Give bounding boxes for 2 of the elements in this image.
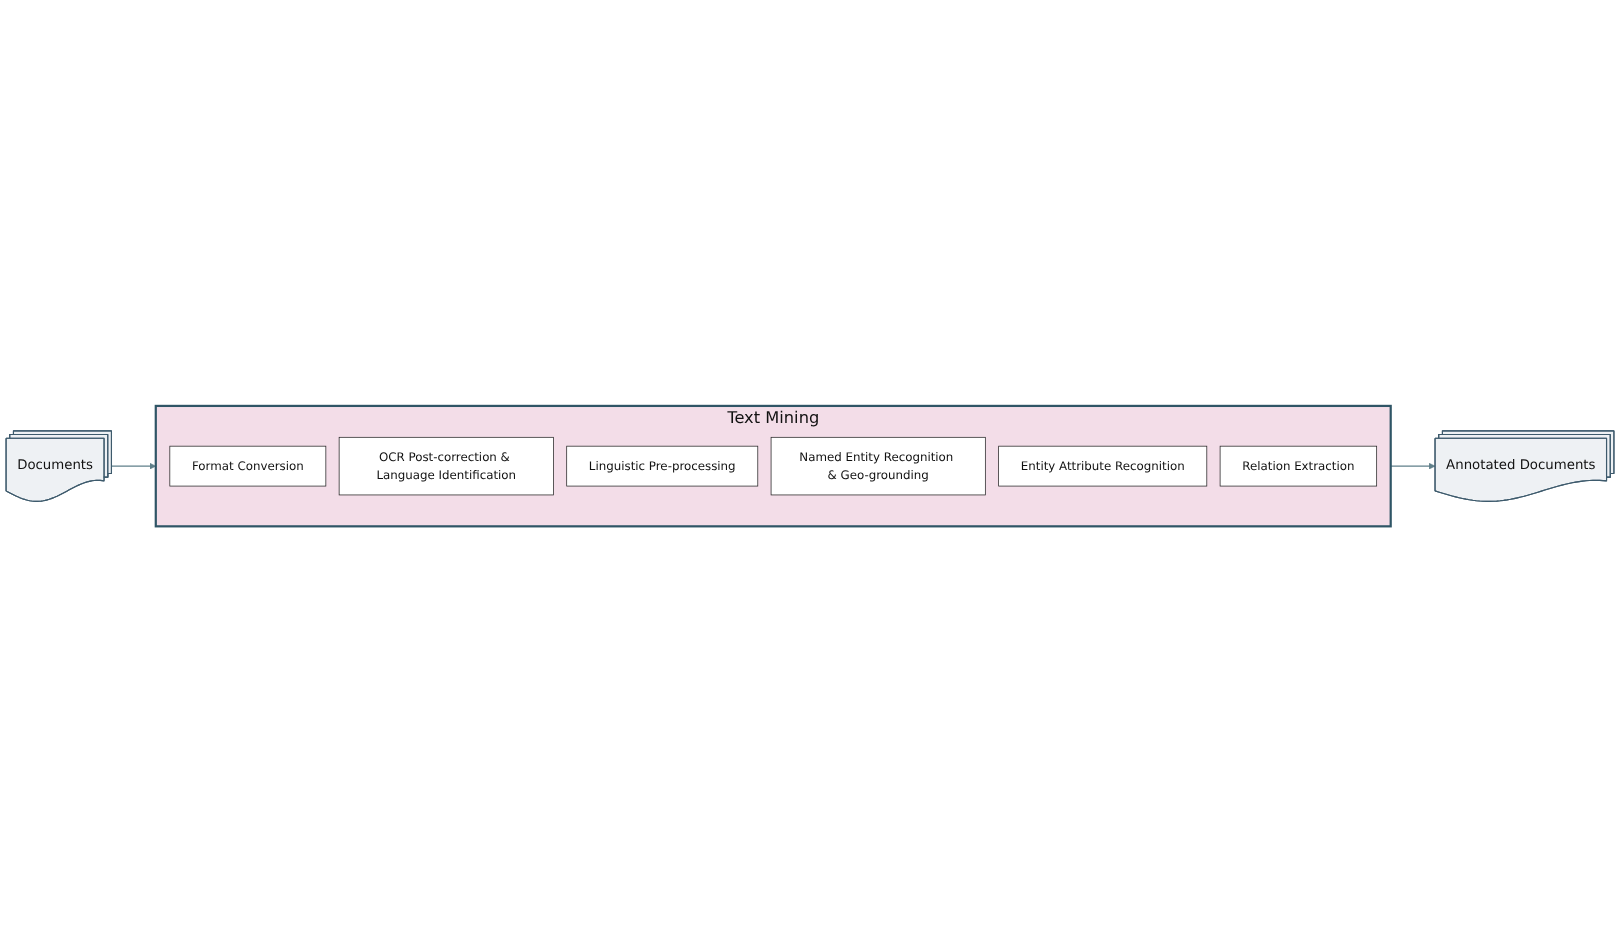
arrow	[1389, 462, 1436, 470]
arrow	[110, 462, 157, 470]
